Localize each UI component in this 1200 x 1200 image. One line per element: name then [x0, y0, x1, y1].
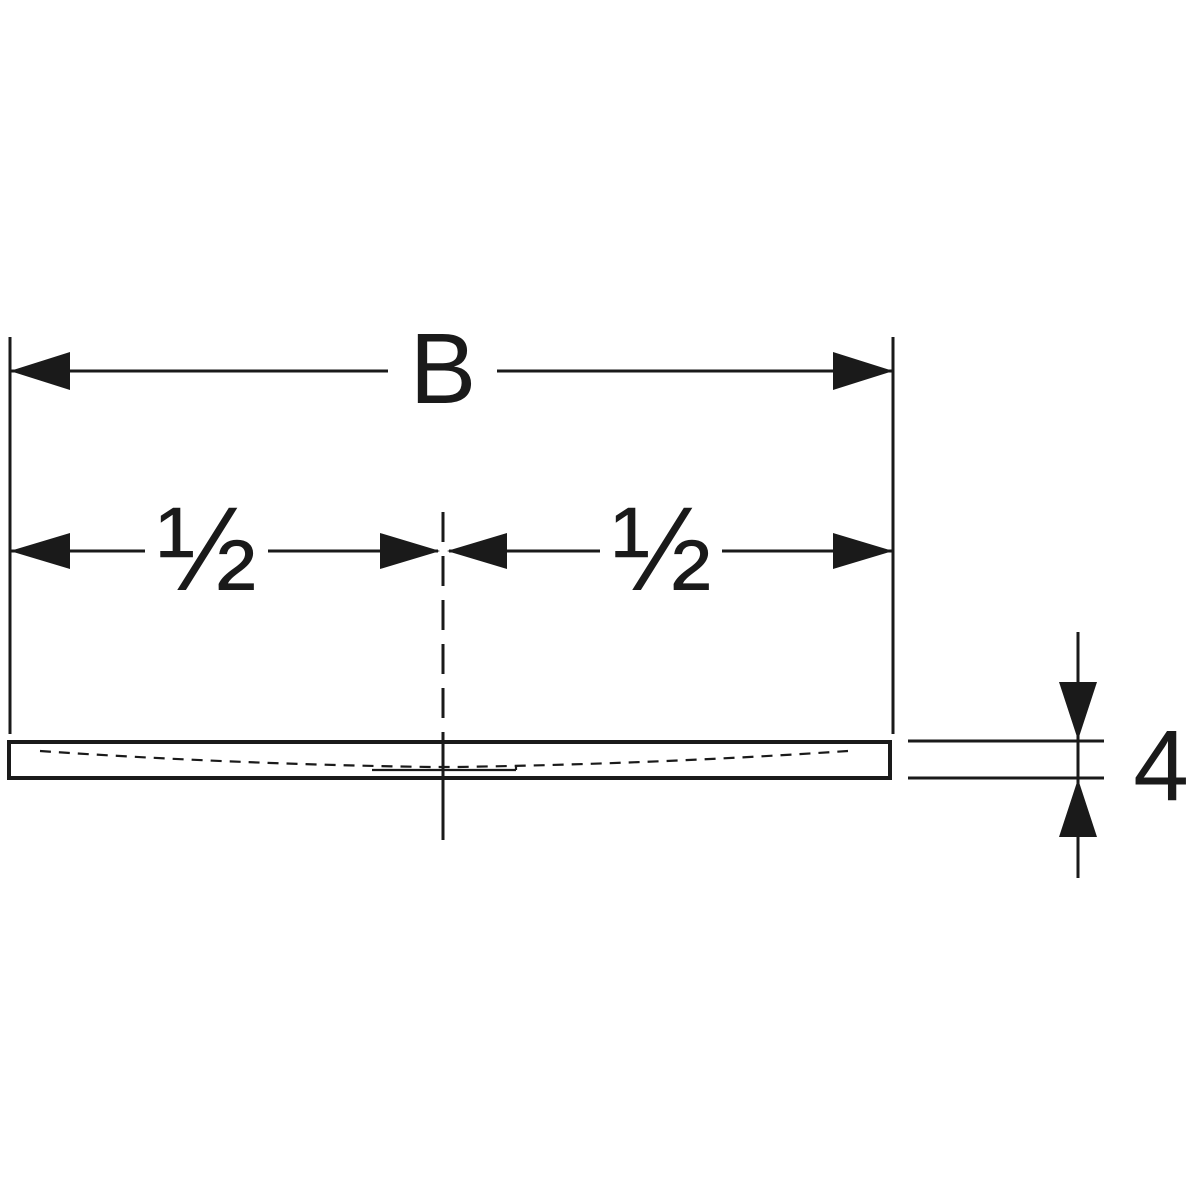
dim-b-label: B [410, 313, 477, 425]
thickness-arrow-up-icon [1059, 779, 1097, 837]
dim-half-left-arrow-out-icon [10, 533, 70, 569]
dim-half-right-arrow-in-icon [447, 533, 507, 569]
thickness-arrow-down-icon [1059, 682, 1097, 740]
dim-half-left-arrow-in-icon [380, 533, 440, 569]
dim-half-right-arrow-out-icon [833, 533, 893, 569]
dim-half-left-label: ½ [157, 482, 257, 616]
dim-b-arrow-right-icon [833, 352, 893, 390]
thickness-label: 4 [1133, 710, 1189, 822]
tray-cross-section [7, 740, 892, 780]
dim-half-right-label: ½ [612, 482, 712, 616]
dim-b-arrow-left-icon [10, 352, 70, 390]
